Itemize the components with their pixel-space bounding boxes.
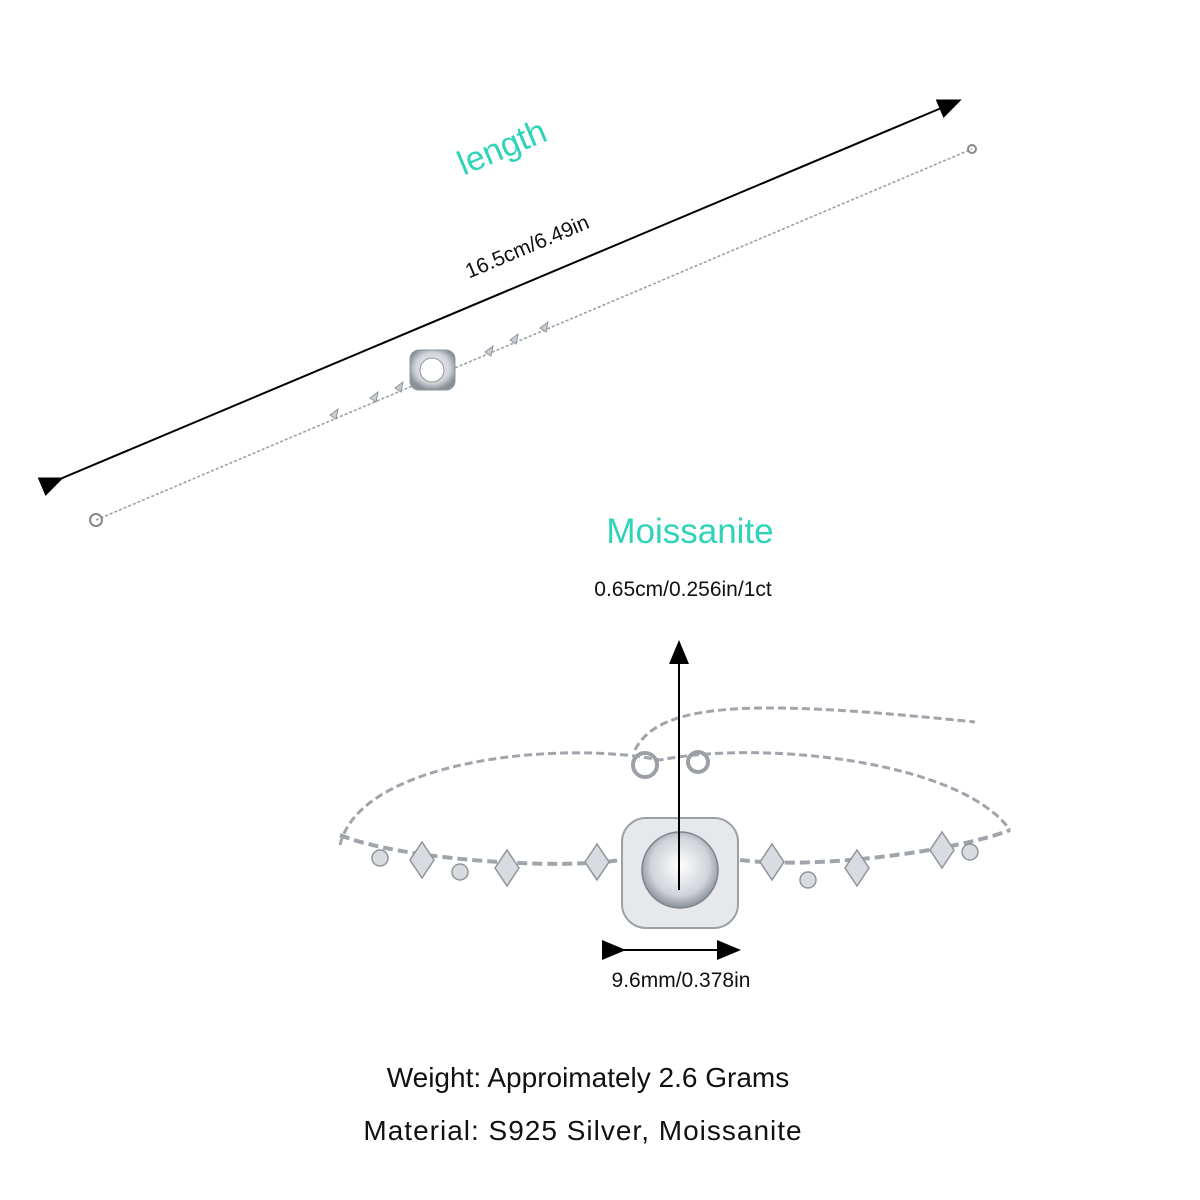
bracelet-flat-image	[89, 144, 977, 527]
stone-size: 0.65cm/0.256in/1ct	[594, 578, 772, 601]
material-spec: Material: S925 Silver, Moissanite	[363, 1115, 803, 1146]
halo-width-label: 9.6mm/0.378in	[611, 969, 751, 992]
stone-label: Moissanite	[606, 512, 774, 551]
weight-spec: Weight: Approimately 2.6 Grams	[386, 1062, 790, 1093]
bracelet-closeup-image	[338, 644, 1012, 929]
length-arrow	[37, 99, 962, 496]
